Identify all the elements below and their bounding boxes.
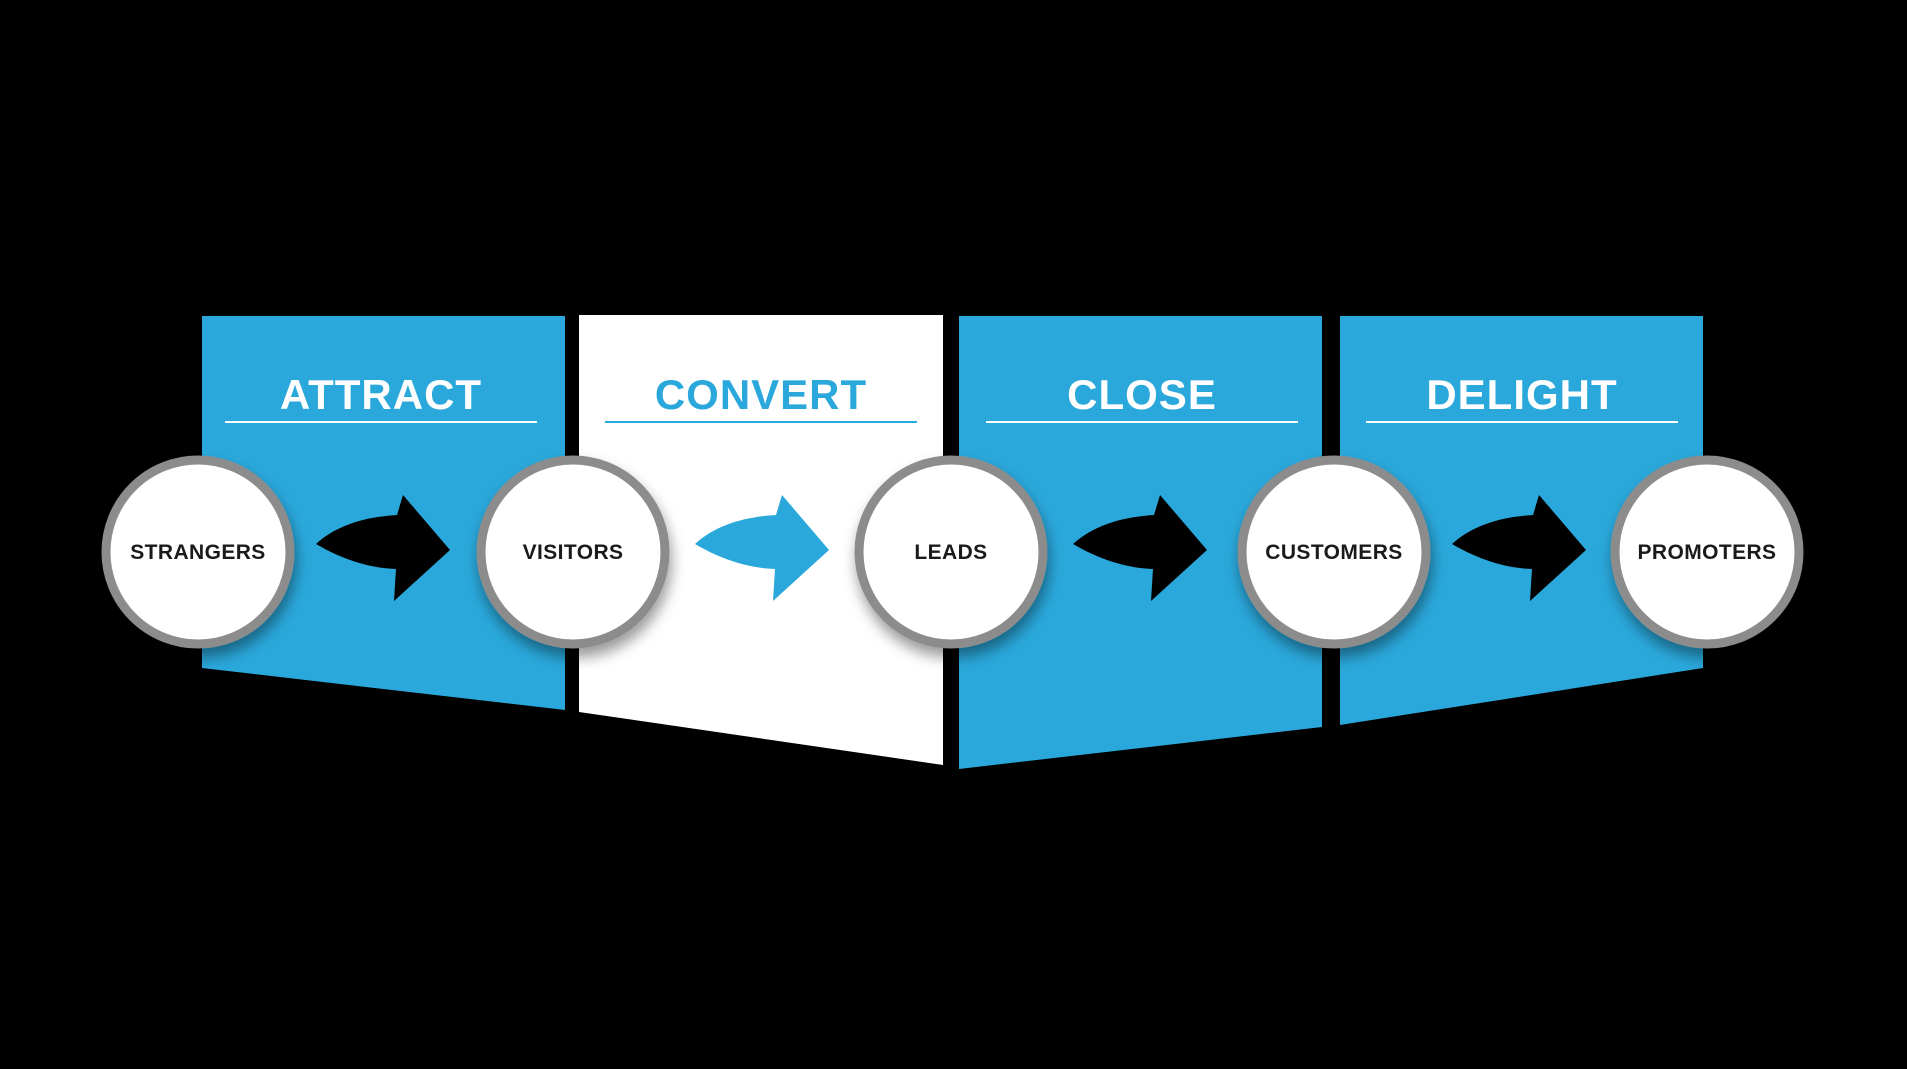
stage-title-attract: ATTRACT — [225, 372, 537, 423]
promoters-circle — [1610, 455, 1804, 649]
audience-circles — [101, 455, 1804, 649]
strangers-circle — [101, 455, 295, 649]
audience-label-visitors: VISITORS — [522, 541, 624, 564]
audience-label-leads: LEADS — [914, 541, 988, 564]
stage-title-delight: DELIGHT — [1366, 372, 1678, 423]
leads-circle — [854, 455, 1048, 649]
stage-title-close: CLOSE — [986, 372, 1298, 423]
customers-circle — [1237, 455, 1431, 649]
visitors-circle — [476, 455, 670, 649]
audience-label-promoters: PROMOTERS — [1637, 541, 1777, 564]
attract-panel — [202, 316, 565, 710]
stage-title-convert: CONVERT — [605, 372, 917, 423]
audience-label-strangers: STRANGERS — [130, 541, 266, 564]
audience-label-customers: CUSTOMERS — [1265, 541, 1403, 564]
